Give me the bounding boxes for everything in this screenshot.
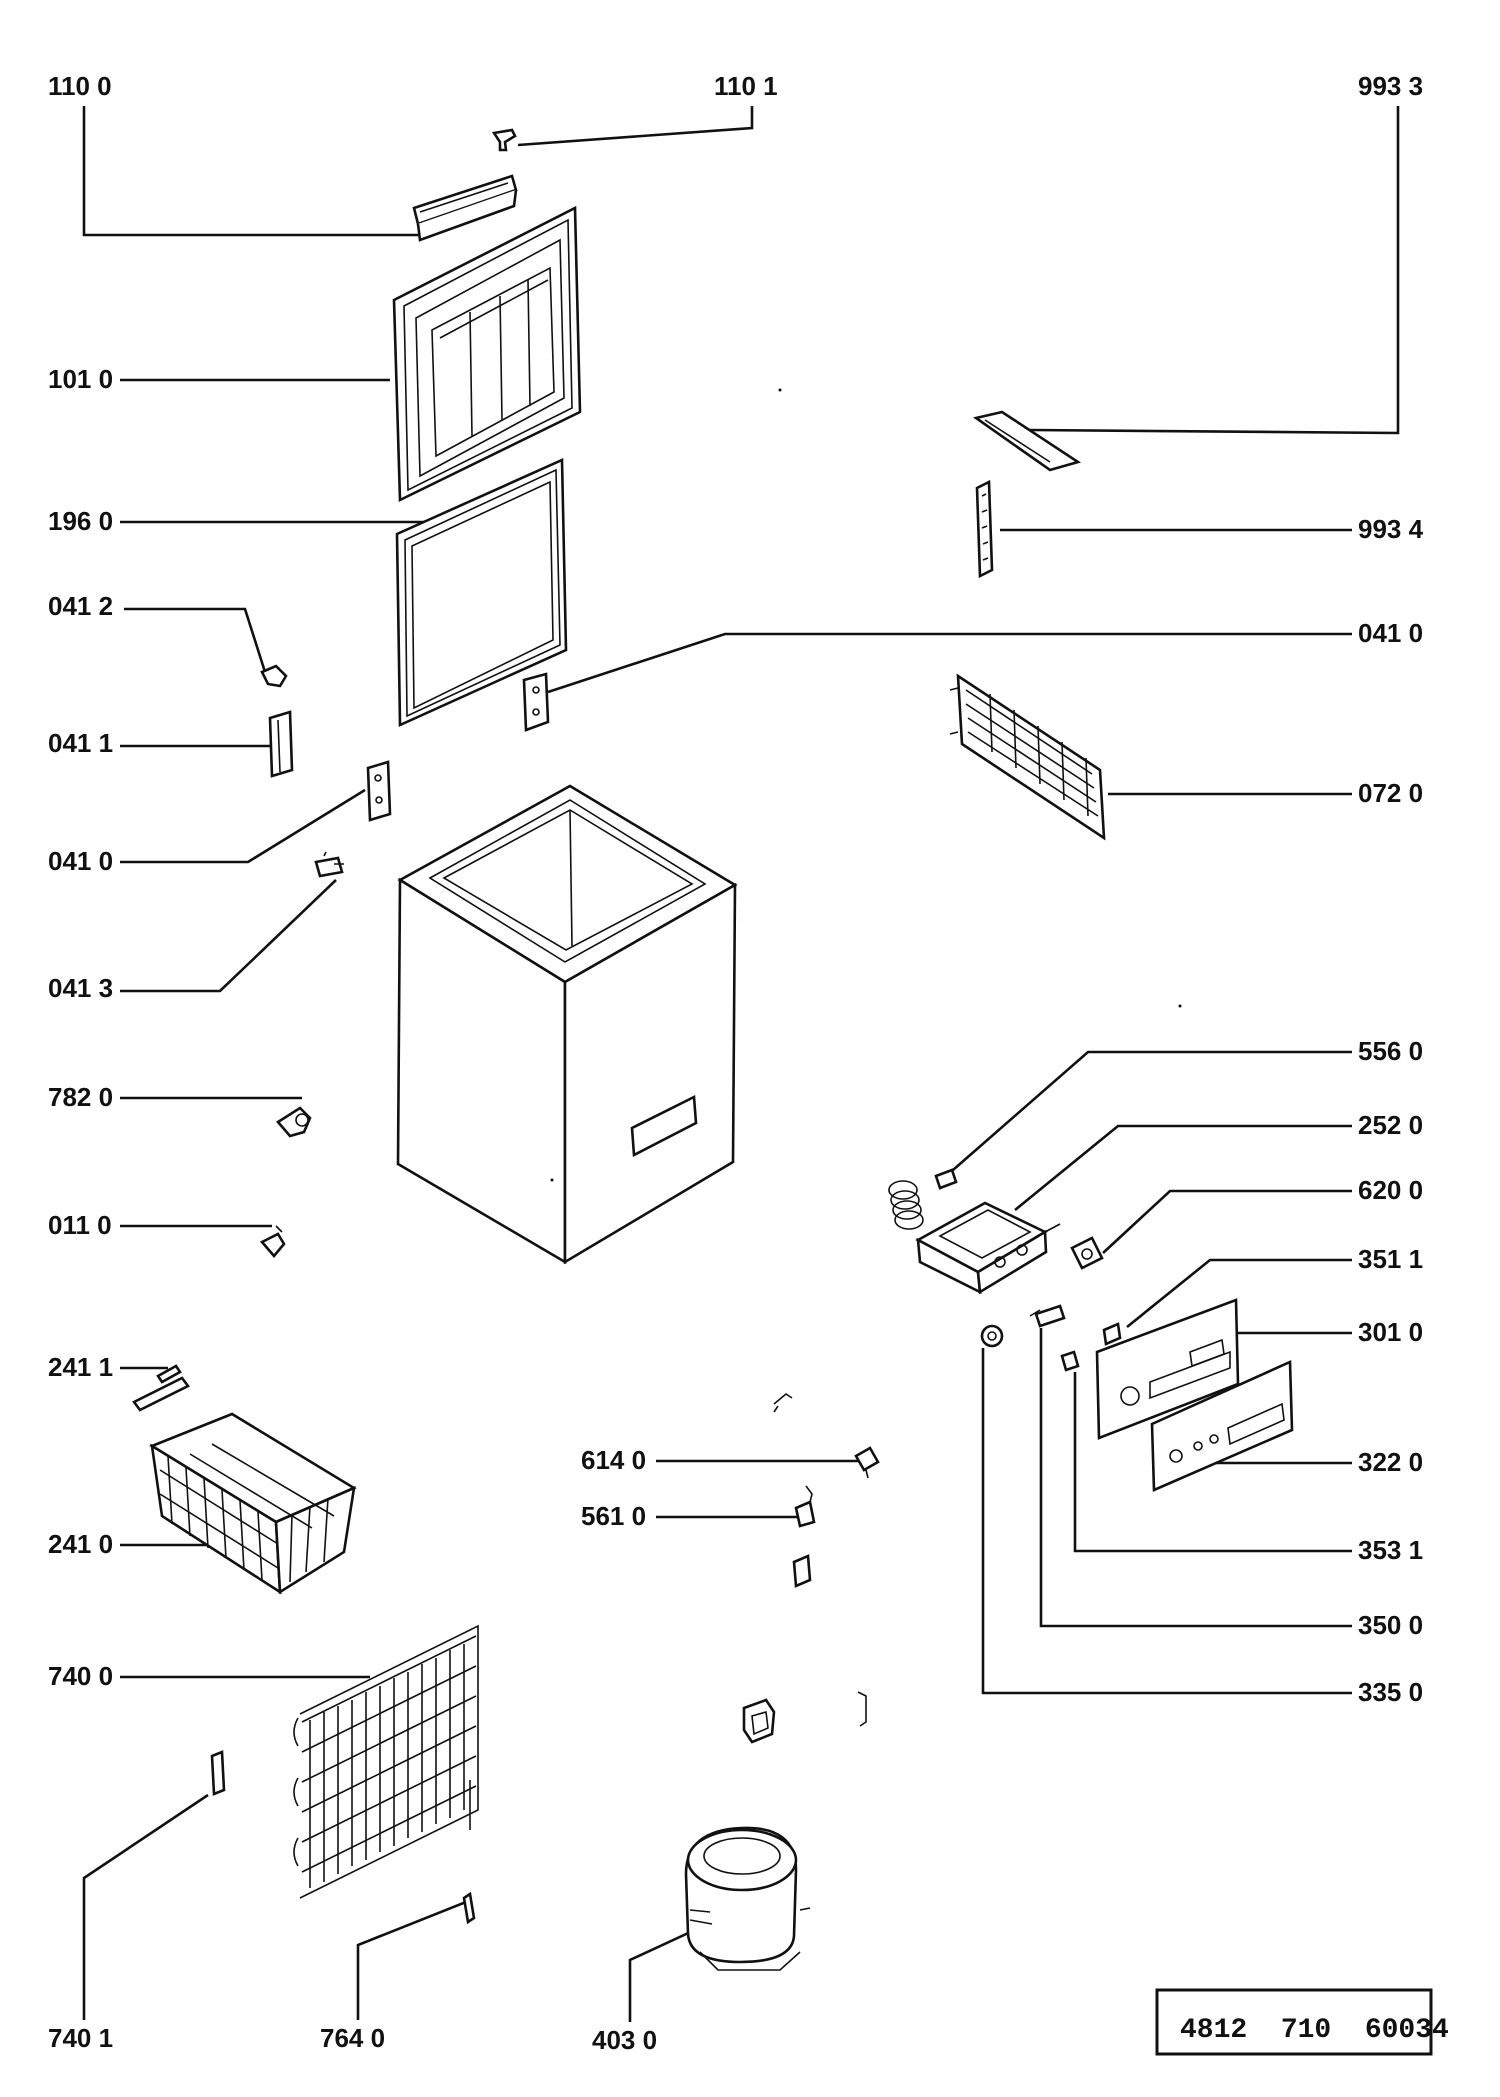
thermostat-part [1029, 1304, 1066, 1328]
label-301-0: 301 0 [1358, 1317, 1423, 1347]
stamp-text: 4812 710 60034 [1180, 2015, 1449, 2046]
leader-lines [82, 106, 1400, 2022]
basket-handle-part [132, 1364, 190, 1412]
freezer-cabinet-part [396, 784, 738, 1265]
hinge-lower-part [268, 710, 294, 778]
leader-740-1 [82, 1793, 209, 2020]
hinge-left-part [366, 760, 392, 822]
leader-041-2 [124, 607, 267, 673]
control-housing-part [915, 1201, 1061, 1295]
label-252-0: 252 0 [1358, 1110, 1423, 1140]
bracket-part [857, 1691, 867, 1727]
leader-335-0 [981, 1348, 1352, 1695]
label-764-0: 764 0 [320, 2023, 385, 2053]
hinge-pin-part [314, 851, 344, 878]
label-335-0: 335 0 [1358, 1677, 1423, 1707]
foot-part [259, 1225, 286, 1259]
part-number-stamp: 4812 710 60034 [1155, 1988, 1449, 2056]
hinge-bracket-part [975, 479, 994, 579]
label-041-2: 041 2 [48, 591, 113, 621]
label-740-1: 740 1 [48, 2023, 113, 2053]
label-556-0: 556 0 [1358, 1036, 1423, 1066]
condenser-part [293, 1624, 479, 1899]
label-403-0: 403 0 [592, 2025, 657, 2055]
leader-350-0 [1039, 1328, 1352, 1628]
label-322-0: 322 0 [1358, 1447, 1423, 1477]
drain-plug-part [276, 1106, 312, 1138]
drier-part [462, 1891, 476, 1925]
label-614-0: 614 0 [581, 1445, 646, 1475]
cable-clip-part [854, 1446, 880, 1479]
decor-panel-part [1150, 1360, 1294, 1492]
lid-handle-strip-part [412, 174, 518, 242]
lid-part [392, 205, 582, 503]
label-993-3: 993 3 [1358, 71, 1423, 101]
condenser-clip-part [210, 1750, 226, 1796]
label-041-1: 041 1 [48, 728, 113, 758]
leader-110-0 [82, 106, 418, 237]
relay-clip-part [794, 1485, 816, 1528]
lamp-switch-part [1070, 1236, 1104, 1270]
label-041-0-left: 041 0 [48, 846, 113, 876]
lid-knob-part [491, 128, 517, 152]
label-110-1: 110 1 [714, 71, 778, 101]
label-041-3: 041 3 [48, 973, 113, 1003]
label-782-0: 782 0 [48, 1082, 113, 1112]
leader-041-0-right [547, 632, 1352, 694]
compressor-part [684, 1826, 811, 1971]
label-041-0-right: 041 0 [1358, 618, 1423, 648]
part-labels: 110 0 110 1 993 3 101 0 196 0 993 4 041 … [48, 71, 1424, 2055]
label-241-1: 241 1 [48, 1352, 113, 1382]
wire-piece-part [773, 1393, 793, 1413]
leader-041-3 [120, 879, 337, 993]
label-196-0: 196 0 [48, 506, 113, 536]
leader-620-0 [1102, 1189, 1352, 1254]
ventilation-grille-part [949, 673, 1106, 841]
label-353-1: 353 1 [1358, 1535, 1423, 1565]
leader-110-1 [517, 106, 754, 147]
leader-252-0 [1014, 1124, 1352, 1212]
spring-part [888, 1168, 958, 1230]
hinge-right-part [522, 672, 550, 732]
hinge-clip-part [260, 664, 288, 688]
leader-041-0-left [120, 788, 366, 864]
leader-351-1 [1126, 1258, 1352, 1329]
leader-556-0 [952, 1050, 1352, 1171]
label-561-0: 561 0 [581, 1501, 646, 1531]
storage-basket-part [149, 1412, 357, 1595]
label-011-0: 011 0 [48, 1210, 112, 1240]
leader-764-0 [356, 1900, 467, 2020]
leader-353-1 [1073, 1372, 1352, 1553]
label-620-0: 620 0 [1358, 1175, 1423, 1205]
hinge-cover-top-part [972, 410, 1082, 472]
overload-protector-part [742, 1698, 776, 1744]
thermostat-knob-part [980, 1324, 1004, 1348]
label-241-0: 241 0 [48, 1529, 113, 1559]
stray-marks [550, 388, 1182, 1182]
label-993-4: 993 4 [1358, 514, 1424, 544]
indicator-lamp-part [1102, 1322, 1122, 1346]
leader-993-3 [1029, 106, 1400, 435]
relay-box-part [792, 1554, 812, 1588]
label-110-0: 110 0 [48, 71, 112, 101]
switch-small-part [1060, 1350, 1080, 1372]
label-101-0: 101 0 [48, 364, 113, 394]
lid-gasket-part [395, 458, 568, 727]
label-350-0: 350 0 [1358, 1610, 1423, 1640]
label-740-0: 740 0 [48, 1661, 113, 1691]
label-351-1: 351 1 [1358, 1244, 1423, 1274]
label-072-0: 072 0 [1358, 778, 1423, 808]
